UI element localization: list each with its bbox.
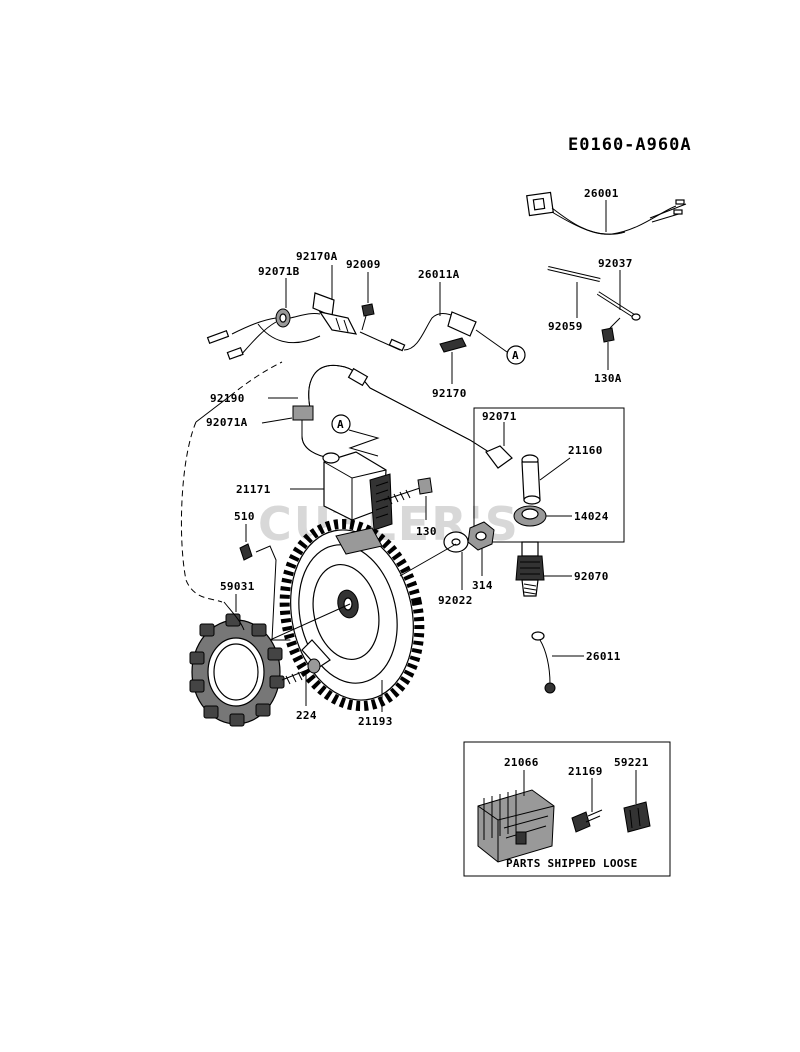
parts-shipped-loose-box bbox=[463, 741, 671, 877]
connector-icon bbox=[571, 809, 603, 833]
label-21193: 21193 bbox=[358, 715, 393, 728]
connector-icon bbox=[623, 801, 651, 833]
label-92071A: 92071A bbox=[206, 416, 248, 429]
connector-icon bbox=[485, 445, 541, 505]
bolt-icon bbox=[361, 303, 375, 331]
svg-text:A: A bbox=[337, 418, 344, 431]
label-130A: 130A bbox=[594, 372, 622, 385]
bracket-21160 bbox=[473, 407, 625, 543]
label-59221: 59221 bbox=[614, 756, 649, 769]
parts-box-caption: PARTS SHIPPED LOOSE bbox=[506, 857, 638, 870]
label-21171: 21171 bbox=[236, 483, 271, 496]
wire-harness-icon bbox=[526, 191, 687, 235]
bolt-icon bbox=[383, 477, 433, 505]
label-92170: 92170 bbox=[432, 387, 467, 400]
label-14024: 14024 bbox=[574, 510, 609, 523]
label-92071B: 92071B bbox=[258, 265, 300, 278]
label-92070: 92070 bbox=[574, 570, 609, 583]
bolt-icon bbox=[281, 658, 321, 685]
label-21066: 21066 bbox=[504, 756, 539, 769]
washer-icon bbox=[513, 505, 547, 527]
wire-harness-icon bbox=[531, 631, 556, 694]
label-92037: 92037 bbox=[598, 257, 633, 270]
reference-marker-label: A bbox=[512, 349, 519, 362]
label-26011: 26011 bbox=[586, 650, 621, 663]
label-21160: 21160 bbox=[568, 444, 603, 457]
reference-marker bbox=[331, 414, 351, 434]
bolt-icon bbox=[601, 317, 621, 343]
pin-icon bbox=[547, 266, 641, 321]
regulator-icon bbox=[477, 789, 555, 863]
label-92170A: 92170A bbox=[296, 250, 338, 263]
label-92071: 92071 bbox=[482, 410, 517, 423]
label-92009: 92009 bbox=[346, 258, 381, 271]
key-icon bbox=[239, 543, 253, 561]
label-314: 314 bbox=[472, 579, 493, 592]
diagram-id: E0160-A960A bbox=[568, 135, 692, 155]
label-224: 224 bbox=[296, 709, 317, 722]
nut-icon bbox=[467, 521, 495, 551]
label-59031: 59031 bbox=[220, 580, 255, 593]
label-21169: 21169 bbox=[568, 765, 603, 778]
reference-marker bbox=[506, 345, 526, 365]
stator-icon bbox=[189, 601, 285, 727]
label-130: 130 bbox=[416, 525, 437, 538]
wire-harness-icon bbox=[359, 311, 477, 353]
label-92059: 92059 bbox=[548, 320, 583, 333]
label-92022: 92022 bbox=[438, 594, 473, 607]
connector-icon bbox=[206, 292, 358, 360]
label-26011A: 26011A bbox=[418, 268, 460, 281]
label-510: 510 bbox=[234, 510, 255, 523]
ignition-coil-icon bbox=[292, 364, 493, 531]
spark-plug-icon bbox=[515, 541, 545, 597]
label-26001: 26001 bbox=[584, 187, 619, 200]
